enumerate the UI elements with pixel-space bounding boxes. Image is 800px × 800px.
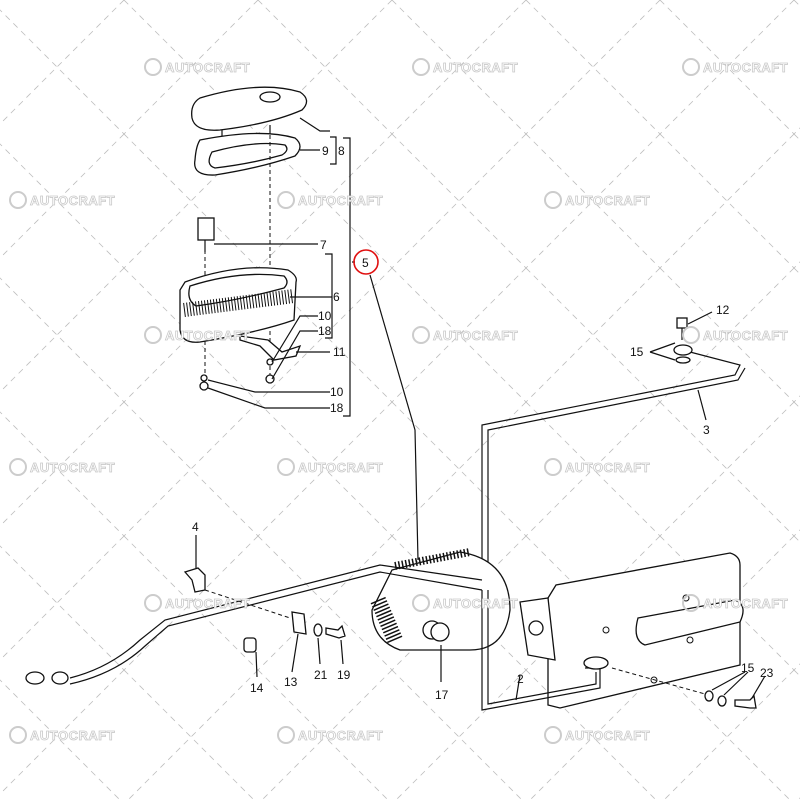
watermark-text: AUTOCRAFT [165, 328, 250, 343]
watermark-text: AUTOCRAFT [30, 193, 115, 208]
callout-10: 10 [330, 385, 344, 399]
part-filter-cover[interactable] [191, 86, 308, 140]
callout-3: 3 [703, 423, 710, 437]
callout-15: 15 [741, 661, 755, 675]
watermark-text: AUTOCRAFT [298, 728, 383, 743]
callout-2: 2 [517, 672, 524, 686]
callout-5: 5 [362, 256, 369, 270]
callout-21: 21 [314, 668, 328, 682]
callout-18: 18 [318, 324, 332, 338]
watermark-text: AUTOCRAFT [298, 460, 383, 475]
part-wing-nut[interactable] [197, 217, 215, 252]
watermark-text: AUTOCRAFT [433, 60, 518, 75]
part-filter-element[interactable] [179, 267, 302, 391]
watermark-text: AUTOCRAFT [565, 460, 650, 475]
watermark-text: AUTOCRAFT [165, 596, 250, 611]
watermark-text: AUTOCRAFT [703, 328, 788, 343]
callout-18: 18 [330, 401, 344, 415]
part-gasket[interactable] [194, 132, 301, 176]
callout-4: 4 [192, 520, 199, 534]
callout-17: 17 [435, 688, 449, 702]
part-clip-13[interactable] [291, 611, 307, 673]
watermark-text: AUTOCRAFT [30, 728, 115, 743]
watermark-text: AUTOCRAFT [703, 60, 788, 75]
callout-14: 14 [250, 681, 264, 695]
callout-12: 12 [716, 303, 730, 317]
callout-7: 7 [320, 238, 327, 252]
callout-15: 15 [630, 345, 644, 359]
watermark-text: AUTOCRAFT [433, 596, 518, 611]
callout-9: 9 [322, 144, 329, 158]
part-pipe-4[interactable] [25, 535, 483, 685]
part-bolt-23[interactable] [734, 675, 766, 709]
watermark-text: AUTOCRAFT [433, 328, 518, 343]
watermark-text: AUTOCRAFT [703, 596, 788, 611]
part-washer-21[interactable] [313, 623, 323, 665]
callout-10: 10 [318, 309, 332, 323]
watermark-text: AUTOCRAFT [30, 460, 115, 475]
part-washers-15[interactable] [704, 671, 749, 707]
callout-13: 13 [284, 675, 298, 689]
callout-8: 8 [338, 144, 345, 158]
watermarks: AUTOCRAFT AUTOCRAFT AUTOCRAFT AUTOCRAFT … [9, 58, 788, 744]
callout-11: 11 [333, 345, 346, 359]
callout-19: 19 [337, 668, 351, 682]
part-bolt-19[interactable] [325, 624, 346, 665]
watermark-text: AUTOCRAFT [565, 728, 650, 743]
watermark-text: AUTOCRAFT [165, 60, 250, 75]
leader-lines [207, 117, 419, 561]
callout-5-highlight[interactable]: 5 [353, 249, 379, 275]
part-pipe-3[interactable] [481, 311, 746, 590]
part-grommet-14[interactable] [243, 637, 258, 678]
watermark-text: AUTOCRAFT [298, 193, 383, 208]
part-cooler-plate[interactable] [481, 552, 744, 711]
callout-23: 23 [760, 666, 774, 680]
watermark-text: AUTOCRAFT [565, 193, 650, 208]
callout-6: 6 [333, 290, 340, 304]
